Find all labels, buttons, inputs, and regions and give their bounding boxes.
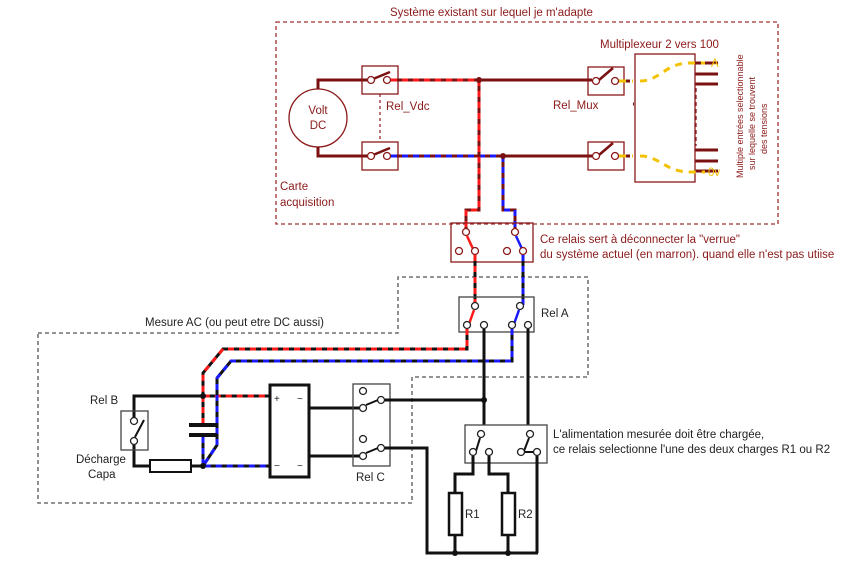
rel-vdc-relay [361, 65, 399, 171]
volt-dc-source [288, 88, 348, 148]
rel-a-relay [458, 296, 535, 333]
rel-c-label: Rel C [356, 472, 385, 484]
rel-mux-relay [587, 66, 625, 171]
r2-label: R2 [518, 509, 533, 521]
mux-out-a: A [711, 58, 719, 70]
mux-paths [619, 61, 705, 174]
signal-lines-top [391, 77, 517, 228]
rel-a-outputs [481, 329, 530, 425]
mux-note-1: Multiple entrées selectionnable [735, 54, 745, 178]
rel-a-label: Rel A [541, 308, 569, 320]
r1-label: R1 [465, 509, 480, 521]
existing-wiring [316, 61, 718, 173]
multiplexer-block [634, 53, 696, 183]
rel-b-label: Rel B [90, 395, 118, 407]
ac-measure-frame [37, 276, 589, 504]
disconnect-relay [450, 222, 534, 263]
mux-note: Multiple entrées selectionnable sur lequ… [735, 54, 769, 178]
volt-dc-label-2: DC [310, 120, 327, 132]
load-note-2: ce relais selectionne l'une des deux cha… [553, 444, 830, 456]
rel-mux-label: Rel_Mux [553, 100, 599, 112]
discharge-label-1: Décharge [76, 454, 126, 466]
rel-b-relay [120, 394, 203, 473]
volt-dc-label-1: Volt [308, 105, 328, 117]
card-label-1: Carte [280, 181, 308, 193]
disconnect-note-2: du système actuel (en marron). quand ell… [540, 249, 834, 261]
resistor-r2 [500, 491, 517, 537]
bridge-ac-2: ~ [297, 461, 303, 472]
rel-c-relay [309, 383, 484, 555]
mux-out-0v: 0v [708, 167, 720, 179]
bridge-rectifier [268, 383, 311, 479]
bridge-plus: + [274, 394, 280, 405]
bridge-ac-1: ~ [297, 394, 303, 405]
mux-note-2: sur lequelle se trouvent [747, 76, 757, 170]
load-resistors [447, 456, 539, 556]
discharge-label-2: Capa [88, 469, 116, 481]
load-relay [464, 424, 548, 464]
mux-title: Multiplexeur 2 vers 100 [600, 39, 719, 51]
load-note-1: L'alimentation mesurée doit être chargée… [553, 429, 764, 441]
existing-system-frame [275, 21, 779, 225]
mux-note-3: des tensions [759, 103, 769, 154]
bridge-minus: − [274, 461, 280, 472]
card-label-2: acquisition [280, 197, 334, 209]
disconnect-note-1: Ce relais sert à déconnecter la "verrue" [540, 234, 740, 246]
capacitor [189, 423, 217, 437]
rel-vdc-label: Rel_Vdc [386, 101, 430, 113]
resistor-r1 [447, 491, 464, 537]
existing-system-title: Système existant sur lequel je m'adapte [390, 7, 593, 19]
ac-measure-title: Mesure AC (ou peut etre DC aussi) [145, 317, 324, 329]
